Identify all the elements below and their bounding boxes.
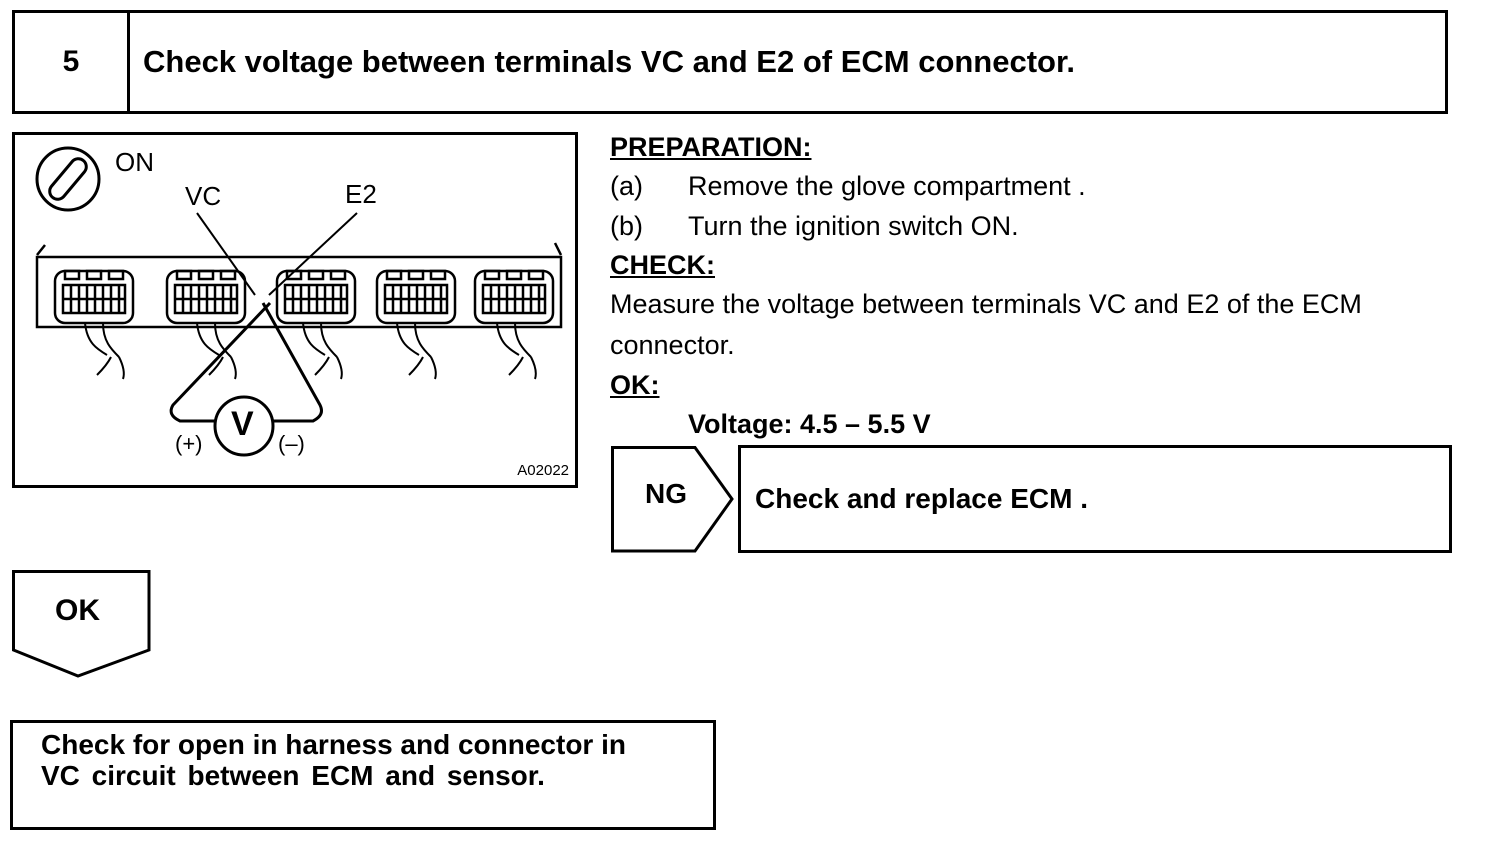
step-text: Turn the ignition switch ON.: [688, 211, 1019, 241]
step-number: 5: [15, 13, 130, 111]
step-text: Remove the glove compartment .: [688, 171, 1086, 201]
preparation-step: (b) Turn the ignition switch ON.: [610, 206, 1460, 246]
voltmeter-icon: [213, 395, 275, 457]
positive-probe-lead: [169, 301, 272, 423]
step-letter: (b): [610, 211, 643, 241]
vc-terminal-label: VC: [185, 181, 222, 211]
ng-label: NG: [645, 478, 687, 509]
check-text: Measure the voltage between terminals VC…: [610, 289, 1362, 360]
voltmeter-symbol: V: [231, 405, 254, 443]
ok-result-box: Check for open in harness and connector …: [10, 720, 716, 830]
procedure-text: PREPARATION: (a) Remove the glove compar…: [610, 128, 1460, 444]
ng-arrow-shape: [611, 446, 734, 553]
ok-result-line: VC circuit between ECM and sensor.: [41, 760, 545, 791]
ecm-connector-illustration: [35, 146, 563, 457]
ecm-connector-body: [35, 242, 563, 380]
positive-label: (+): [175, 431, 203, 456]
ignition-on-label: ON: [115, 147, 154, 177]
preparation-heading: PREPARATION:: [610, 132, 812, 162]
voltage-spec: Voltage: 4.5 – 5.5 V: [688, 409, 931, 439]
ok-result-line: Check for open in harness and connector …: [41, 729, 626, 760]
ok-arrow-shape: [12, 570, 151, 678]
e2-leader-line: [268, 212, 358, 296]
ok-label: OK: [55, 594, 100, 627]
ignition-key-icon: [35, 146, 101, 212]
negative-probe-lead: [261, 302, 323, 423]
figure-id: A02022: [517, 462, 569, 479]
ng-result-box: Check and replace ECM .: [738, 445, 1452, 553]
e2-terminal-label: E2: [345, 179, 377, 209]
vc-leader-line: [196, 212, 256, 296]
ecm-connector-diagram: ON VC E2 V (+) (–) A02022: [12, 132, 578, 488]
step-header: 5 Check voltage between terminals VC and…: [12, 10, 1448, 114]
preparation-step: (a) Remove the glove compartment .: [610, 166, 1460, 206]
step-title: Check voltage between terminals VC and E…: [143, 44, 1075, 79]
check-heading: CHECK:: [610, 250, 715, 280]
ok-heading: OK:: [610, 370, 660, 400]
step-letter: (a): [610, 171, 643, 201]
negative-label: (–): [278, 431, 305, 456]
